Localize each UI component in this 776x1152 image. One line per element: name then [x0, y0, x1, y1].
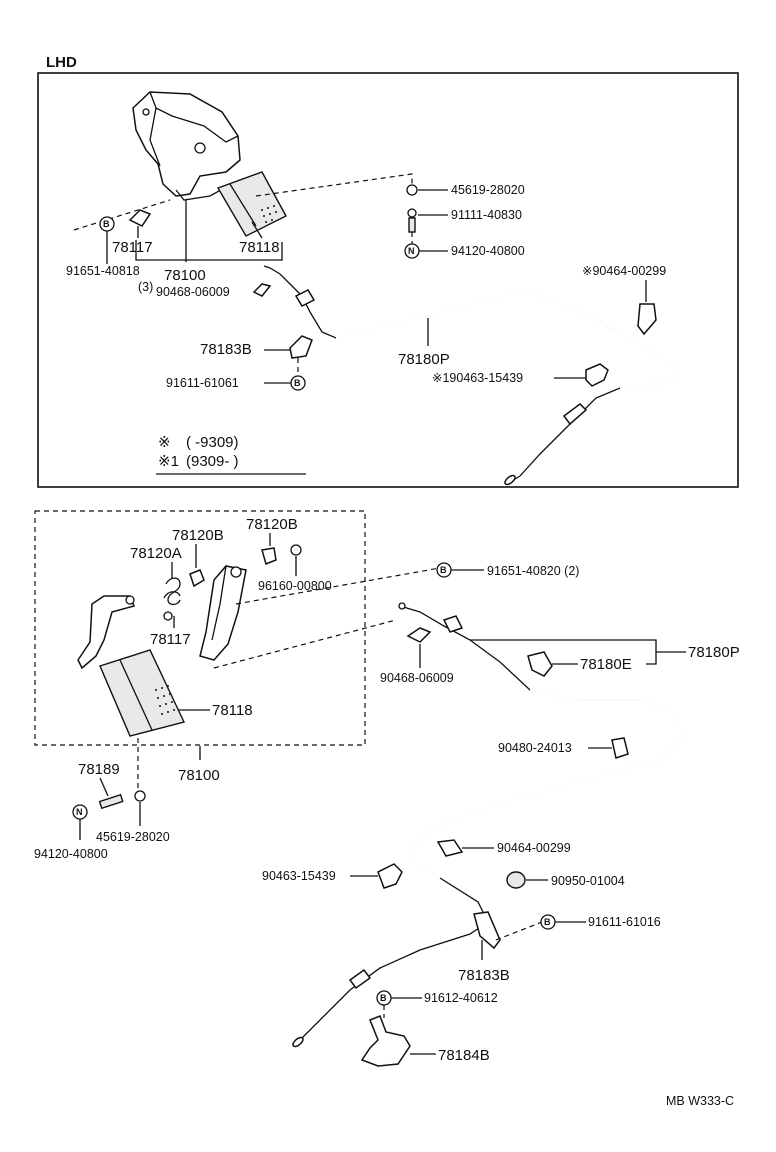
pn-78189: 78189 — [78, 761, 120, 778]
pn-45619-28020-lower: 45619-28020 — [96, 830, 170, 844]
pn-96160-00800: 96160-00800 — [258, 579, 332, 593]
bracket-78183B-icon — [289, 335, 313, 359]
svg-text:N: N — [408, 246, 415, 256]
pn-78100-lower: 78100 — [178, 767, 220, 784]
drawing-code: MB W333-C — [666, 1094, 734, 1108]
cable-icon — [263, 265, 682, 486]
stopper-78189-icon — [98, 790, 146, 810]
svg-text:B: B — [294, 378, 301, 388]
bracket-78180P — [470, 639, 686, 665]
clip-90464-lower-icon — [436, 839, 464, 857]
bolt-91111-icon — [407, 208, 417, 233]
pn-78183B-upper: 78183B — [200, 341, 252, 358]
pn-91611-61016: 91611-61016 — [588, 915, 661, 929]
clip-78120B-a-icon — [189, 569, 205, 588]
pn-190463-15439: ※190463-15439 — [432, 371, 523, 385]
svg-text:(9309- ): (9309- ) — [186, 453, 239, 470]
clamp-90463-icon — [377, 863, 403, 889]
clip-78120B-b-icon — [261, 547, 277, 566]
nut-45619-icon — [406, 184, 418, 196]
leader-78180P-dashed — [213, 619, 397, 669]
pn-90464-00299-lower: 90464-00299 — [497, 841, 571, 855]
clip-90468-lower-icon — [406, 627, 432, 643]
spring-icon — [163, 577, 181, 606]
clamp-icon — [585, 363, 609, 387]
pedal-icon — [216, 171, 287, 237]
pn-78180P-upper: 78180P — [398, 351, 450, 368]
pedal-pad-lower — [99, 649, 185, 737]
grommet-78117-icon — [128, 209, 152, 227]
pedal-support-housing — [132, 91, 241, 197]
pn-45619-28020: 45619-28020 — [451, 183, 525, 197]
pn-94120-40800-lower: 94120-40800 — [34, 847, 108, 861]
svg-text:B: B — [544, 917, 551, 927]
svg-text:B: B — [103, 219, 110, 229]
pn-78118-lower: 78118 — [212, 702, 253, 719]
clip-90464-icon — [637, 303, 657, 336]
svg-text:N: N — [76, 807, 83, 817]
pn-90468-06009: 90468-06009 — [156, 285, 230, 299]
leader-78118-dashed — [255, 173, 413, 197]
qty-90468: (3) — [138, 280, 153, 294]
bracket-78183B-lower-icon — [473, 911, 501, 950]
bracket-icon — [199, 565, 247, 661]
pedal-arm-lower — [77, 595, 136, 670]
pn-78184B: 78184B — [438, 1047, 490, 1064]
pn-91111-40830: 91111-40830 — [451, 208, 522, 222]
grommet-90480-icon — [611, 737, 629, 759]
clip-90468-icon — [252, 283, 272, 297]
pn-78100: 78100 — [164, 267, 206, 284]
date-legend: ※ ( -9309) ※1 (9309- ) — [156, 434, 306, 475]
pn-94120-40800: 94120-40800 — [451, 244, 525, 258]
pn-78183B-lower: 78183B — [458, 967, 510, 984]
pn-91612-40612: 91612-40612 — [424, 991, 498, 1005]
pn-78120A: 78120A — [130, 545, 182, 562]
lhd-frame — [37, 72, 739, 488]
svg-text:※1: ※1 — [158, 453, 179, 470]
grommet-icon — [290, 544, 302, 556]
pn-78118: 78118 — [239, 239, 280, 256]
pn-78180P-lower: 78180P — [688, 644, 740, 661]
svg-text:B: B — [380, 993, 387, 1003]
lhd-label: LHD — [46, 54, 77, 71]
cable-lower — [292, 602, 683, 1048]
pedal-assembly-dashed-frame — [34, 510, 366, 746]
pn-78180E: 78180E — [580, 656, 632, 673]
pn-90480-24013: 90480-24013 — [498, 741, 572, 755]
pn-91651-40818: 91651-40818 — [66, 264, 140, 278]
assembly-78100-bracket — [135, 240, 283, 261]
pn-91651-40820: 91651-40820 (2) — [487, 564, 579, 578]
svg-text:B: B — [440, 565, 447, 575]
bracket-78184B-icon — [360, 1015, 411, 1067]
svg-text:( -9309): ( -9309) — [186, 434, 239, 451]
pn-78117: 78117 — [112, 239, 153, 256]
grommet-78117-lower-icon — [163, 611, 173, 621]
leader-91651-dashed — [73, 199, 171, 231]
pn-78120B-b: 78120B — [246, 516, 298, 533]
pn-91611-61061: 91611-61061 — [166, 376, 239, 390]
pn-78117-lower: 78117 — [150, 631, 191, 648]
pn-90464-00299-upper: ※90464-00299 — [582, 264, 666, 278]
grommet-78180E-icon — [527, 651, 553, 677]
svg-text:※: ※ — [158, 434, 171, 451]
pn-78120B-a: 78120B — [172, 527, 224, 544]
plug-90950-icon — [506, 871, 526, 889]
pn-90468-06009-lower: 90468-06009 — [380, 671, 454, 685]
leader-91651-40820-dashed — [235, 567, 441, 605]
pn-90950-01004: 90950-01004 — [551, 874, 625, 888]
pn-90463-15439: 90463-15439 — [262, 869, 336, 883]
